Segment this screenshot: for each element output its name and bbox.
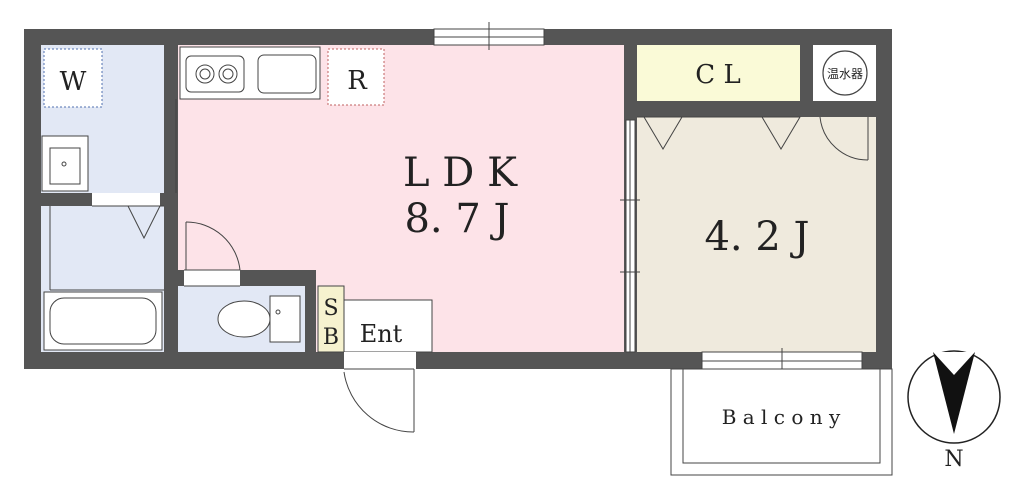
wash-basin — [41, 135, 89, 192]
wall-closet-bottom — [637, 101, 876, 117]
fridge-space — [327, 48, 385, 106]
compass-north-label: N — [944, 447, 963, 472]
entrance-area — [343, 299, 433, 353]
washer-label: W — [60, 67, 87, 97]
heater-door-swing — [819, 116, 869, 161]
wall-toilet-right — [305, 270, 316, 352]
burner-left — [195, 64, 215, 84]
compass — [907, 350, 1001, 444]
ldk-size: 8. 7 J — [404, 196, 509, 242]
closet-area — [637, 45, 800, 101]
wall-wet-divider — [164, 45, 178, 352]
wall-closet-right — [800, 45, 813, 117]
balcony — [670, 368, 893, 476]
bedroom-room — [637, 117, 876, 352]
burner-right — [218, 64, 238, 84]
toilet-tank — [269, 295, 301, 343]
water-heater-circle — [822, 50, 868, 96]
kitchen-sink — [257, 54, 317, 94]
bedroom-size: 4. 2 J — [704, 214, 809, 260]
ldk-label: L D K — [403, 150, 518, 196]
balcony-label: B a l c o n y — [722, 405, 841, 429]
toilet-door-swing — [185, 221, 241, 271]
bathtub — [43, 291, 163, 351]
stove-panel — [185, 55, 245, 93]
washer-space — [43, 48, 103, 108]
water-heater-label: 温水器 — [827, 67, 863, 81]
fridge-label: R — [347, 66, 368, 96]
entrance-door-swing — [343, 371, 415, 433]
shoebox-label-b: B — [323, 325, 339, 350]
closet-label: C L — [695, 60, 740, 90]
entrance-label: Ent — [360, 320, 403, 348]
shoebox-label-s: S — [323, 296, 338, 321]
compass-needle-icon — [933, 352, 975, 434]
toilet-bowl — [217, 300, 271, 338]
